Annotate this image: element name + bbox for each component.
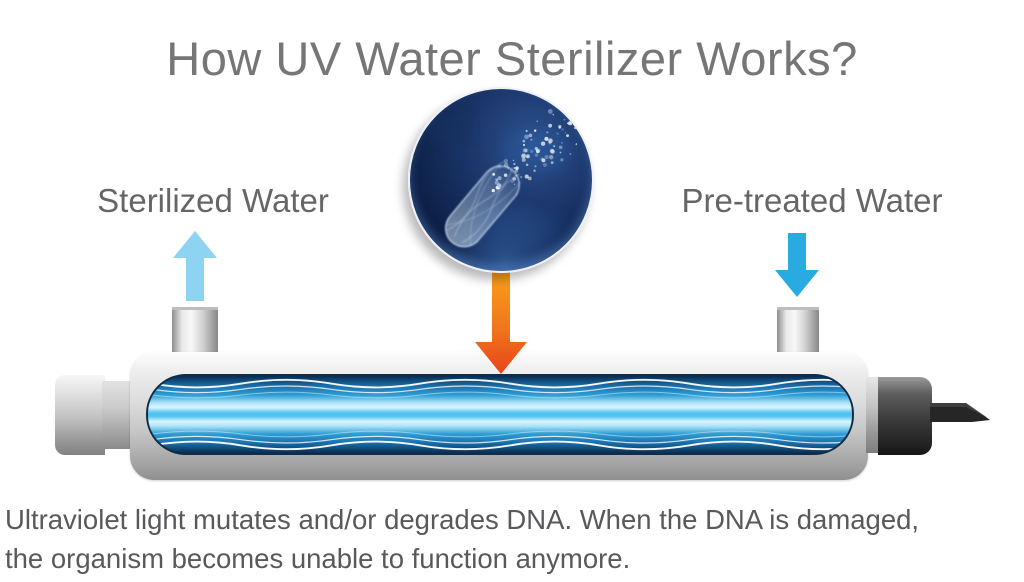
up-arrow-icon <box>173 231 217 301</box>
caption-line-2: the organism becomes unable to function … <box>5 543 631 574</box>
left-end-neck <box>102 381 134 449</box>
caption: Ultraviolet light mutates and/or degrade… <box>5 500 1024 578</box>
page-title: How UV Water Sterilizer Works? <box>166 32 858 86</box>
caption-line-1: Ultraviolet light mutates and/or degrade… <box>5 504 920 535</box>
pretreated-water-label: Pre-treated Water <box>681 182 943 219</box>
outlet-pipe <box>172 307 218 357</box>
power-connector-cap <box>878 377 932 455</box>
down-arrow-icon <box>775 233 819 297</box>
power-cable <box>930 403 990 422</box>
sterilized-water-label: Sterilized Water <box>97 182 329 219</box>
water-wave-lines <box>150 378 852 451</box>
right-end-ring <box>866 377 880 453</box>
left-end-cap <box>55 375 105 455</box>
inlet-pipe <box>777 307 819 357</box>
uv-light-arrow-icon <box>475 272 527 374</box>
bacteria-inset-image <box>408 87 594 273</box>
water-flow-window <box>146 374 854 455</box>
bacterium-illustration <box>423 89 592 248</box>
